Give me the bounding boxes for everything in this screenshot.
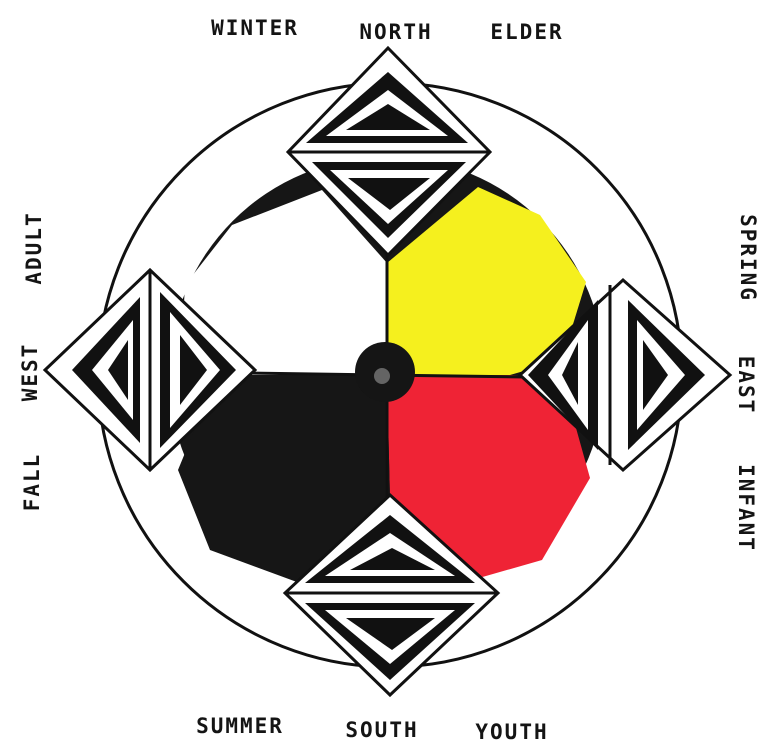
label-spring: SPRING [736,214,760,302]
label-west: WEST [18,343,42,402]
label-adult: ADULT [22,211,46,284]
label-winter: WINTER [211,16,299,40]
label-elder: ELDER [490,20,563,44]
center-circle-dot [374,368,390,384]
label-fall: FALL [20,453,44,512]
label-north: NORTH [359,20,432,44]
label-infant: INFANT [734,464,758,552]
label-summer: SUMMER [196,714,284,738]
label-youth: YOUTH [475,720,548,744]
label-east: EAST [734,356,758,415]
label-south: SOUTH [345,718,418,742]
